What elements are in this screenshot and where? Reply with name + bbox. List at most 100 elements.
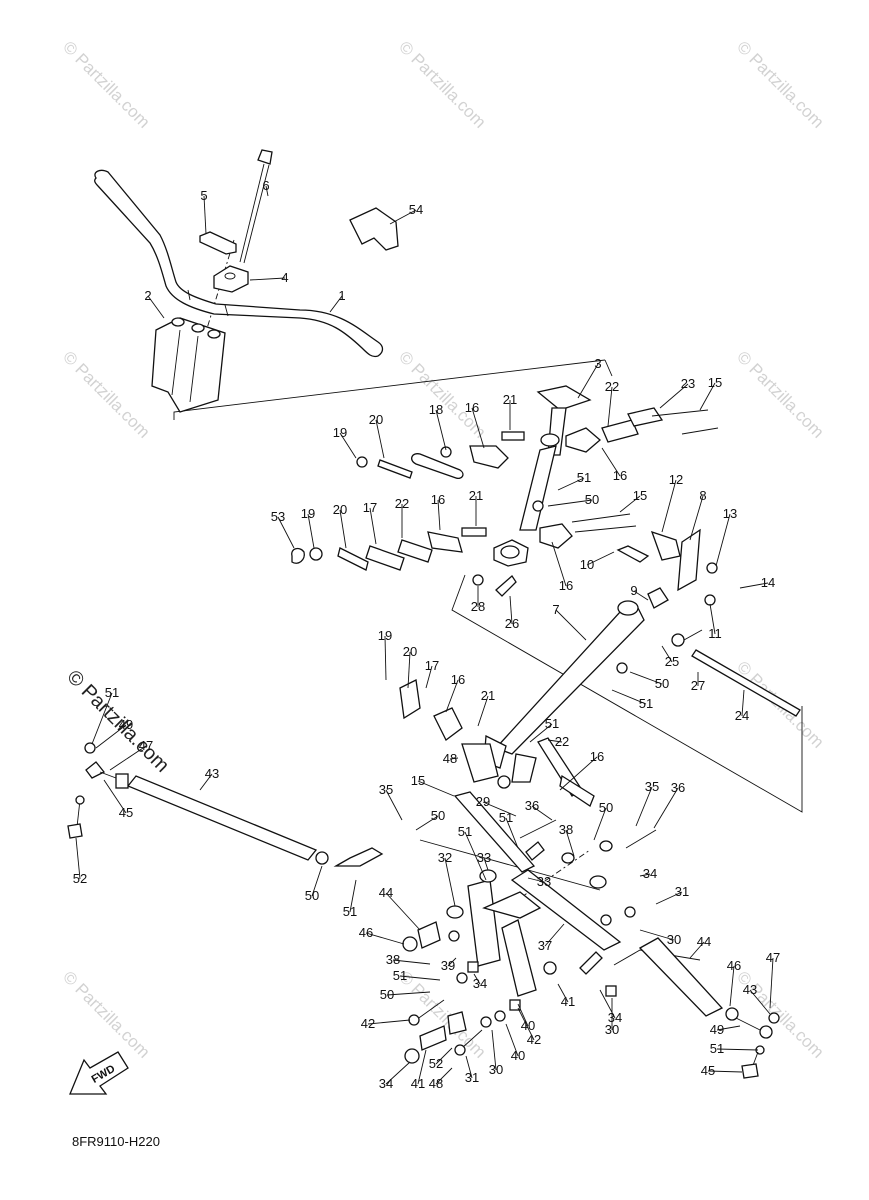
callout-leader <box>435 1067 453 1085</box>
callout-number: 44 <box>379 885 393 900</box>
callout-number: 11 <box>708 626 722 641</box>
callout-leader <box>547 739 563 743</box>
callout-leader <box>653 787 679 829</box>
callout-leader <box>611 689 647 705</box>
callout-leader <box>339 509 347 549</box>
callout-leader <box>741 689 745 717</box>
middle-link-bars <box>291 500 718 609</box>
callout-number: 22 <box>555 734 569 749</box>
callout-number: 50 <box>599 800 613 815</box>
callout-number: 30 <box>605 1022 619 1037</box>
callout-leader <box>365 932 405 945</box>
callout-number: 21 <box>469 488 483 503</box>
callout-leader <box>369 507 377 545</box>
callout-number: 16 <box>590 749 604 764</box>
callout-leader <box>577 363 599 399</box>
callout-number: 38 <box>559 822 573 837</box>
callout-leader <box>375 419 385 459</box>
main-shaft <box>483 600 801 769</box>
callout-leader <box>349 879 357 913</box>
callout-leader <box>715 513 731 567</box>
callout-number: 35 <box>645 779 659 794</box>
callout-leader <box>329 295 343 313</box>
callout-number: 15 <box>633 488 647 503</box>
callout-leader <box>103 779 127 814</box>
callout-number: 32 <box>438 850 452 865</box>
callout-number: 51 <box>393 968 407 983</box>
callout-leader <box>199 773 213 791</box>
callout-leader <box>491 1029 497 1071</box>
steering-column <box>493 385 592 567</box>
watermark: © Partzilla.com <box>59 967 153 1061</box>
callout-number: 14 <box>761 575 775 590</box>
callout-number: 18 <box>429 402 443 417</box>
callout-number: 16 <box>613 468 627 483</box>
callout-leader <box>449 757 459 760</box>
callout-number: 34 <box>473 976 487 991</box>
callout-number: 51 <box>577 470 591 485</box>
callout-number: 19 <box>378 628 392 643</box>
callout-leader <box>473 973 481 985</box>
callout-number: 45 <box>119 805 133 820</box>
callout-leader <box>559 756 598 791</box>
callout-number: 39 <box>441 958 455 973</box>
watermark: © Partzilla.com <box>733 347 827 441</box>
callout-leader <box>527 877 545 883</box>
callout-number: 20 <box>403 644 417 659</box>
callout-number: 51 <box>458 824 472 839</box>
callout-number: 13 <box>723 506 737 521</box>
callout-leader <box>555 609 587 641</box>
callout-leader <box>716 1048 759 1051</box>
callout-leader <box>689 941 705 959</box>
callout-number: 16 <box>451 672 465 687</box>
callout-leader <box>716 1025 741 1031</box>
callout-number: 50 <box>305 888 319 903</box>
callout-leader <box>389 209 417 225</box>
callout-leader <box>586 551 615 566</box>
callout-leader <box>601 447 621 477</box>
callout-leader <box>505 817 519 849</box>
callout-number: 10 <box>580 557 594 572</box>
assembly-guide-lines <box>173 239 803 966</box>
handle-lever-block <box>151 317 226 413</box>
callout-leader <box>477 695 489 727</box>
callout-number: 40 <box>511 1048 525 1063</box>
callout-number: 6 <box>262 178 269 193</box>
callout-leader <box>749 989 771 1015</box>
callout-number: 5 <box>200 188 207 203</box>
callout-leader <box>147 295 165 319</box>
ball-joints-right <box>735 1012 780 1079</box>
callout-number: 51 <box>545 716 559 731</box>
callout-number: 27 <box>691 678 705 693</box>
callout-number: 12 <box>669 472 683 487</box>
callout-number: 17 <box>363 500 377 515</box>
callout-number: 31 <box>675 884 689 899</box>
callout-number: 43 <box>205 766 219 781</box>
fwd-arrow: FWD <box>69 1051 129 1095</box>
callout-number: 21 <box>481 688 495 703</box>
callout-leader <box>465 1055 473 1079</box>
callout-number: 41 <box>561 994 575 1009</box>
callout-number: 25 <box>665 654 679 669</box>
bell-cranks <box>446 819 657 997</box>
callout-number: 40 <box>521 1018 535 1033</box>
callout-number: 29 <box>476 794 490 809</box>
callout-leader <box>661 479 677 533</box>
callout-leader <box>367 1019 411 1025</box>
upper-link-bars <box>356 407 719 480</box>
callout-number: 36 <box>525 798 539 813</box>
callout-leader <box>384 635 387 681</box>
callout-leader <box>659 383 689 409</box>
callout-number: 41 <box>411 1076 425 1091</box>
callout-leader <box>109 745 147 771</box>
callout-leader <box>599 989 616 1019</box>
callout-number: 8 <box>699 488 706 503</box>
callout-leader <box>277 516 295 549</box>
callout-number: 38 <box>386 952 400 967</box>
callout-number: 19 <box>301 506 315 521</box>
callout-leader <box>639 873 651 877</box>
callout-number: 30 <box>489 1062 503 1077</box>
callout-number: 42 <box>361 1016 375 1031</box>
callout-number: 22 <box>395 496 409 511</box>
